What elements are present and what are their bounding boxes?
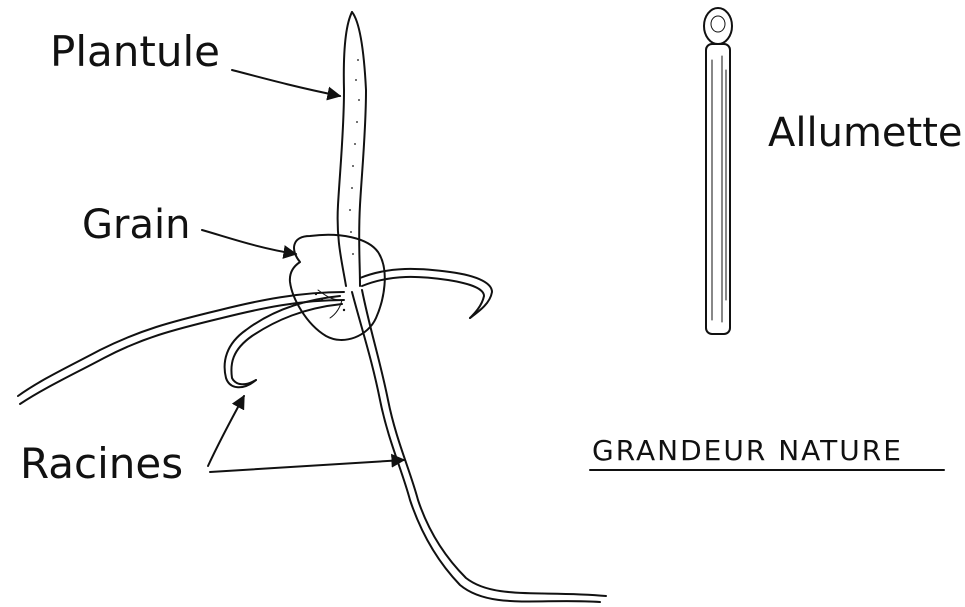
label-plantule: Plantule: [50, 27, 220, 76]
allumette-drawing: [704, 8, 732, 334]
label-allumette: Allumette: [768, 110, 963, 156]
label-racines: Racines: [20, 439, 183, 488]
racines-arrow-lower: [210, 460, 404, 472]
plantule-arrow: [232, 70, 340, 96]
racines-arrow-upper: [208, 396, 244, 466]
grain-arrow: [202, 230, 296, 254]
label-scale-note: GRANDEUR NATURE: [592, 434, 903, 467]
label-arrows: [202, 70, 404, 472]
label-grain: Grain: [82, 202, 190, 248]
plantule-drawing: [338, 12, 366, 286]
racines-drawing: [18, 269, 606, 602]
